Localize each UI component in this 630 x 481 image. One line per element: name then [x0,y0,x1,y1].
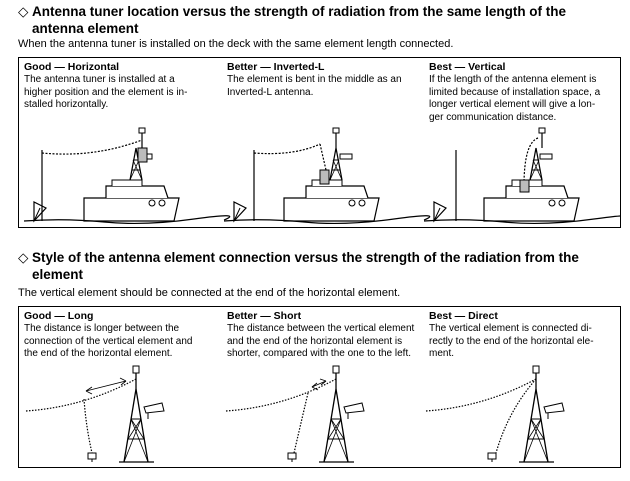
s1-better-illustration [223,127,431,225]
section2-title: ◇Style of the antenna element connection… [18,249,579,283]
s2-long-illustration [25,365,165,463]
diamond-bullet-icon: ◇ [18,250,29,265]
s1-col-better-heading: Better — Inverted-L [227,61,325,73]
section2-illustrations [25,365,565,463]
s2-col-better-desc: The distance between the vertical elemen… [227,323,415,359]
s2-direct-illustration [425,365,565,463]
s1-col-best: Best — Vertical If the length of the ant… [429,58,629,124]
section1-title-line2: antenna element [32,21,139,36]
s2-col-good-heading: Good — Long [24,310,94,322]
section1-title: ◇Antenna tuner location versus the stren… [18,3,566,37]
s2-col-better-heading: Better — Short [227,310,302,322]
s2-col-good: Good — Long The distance is longer betwe… [24,307,224,361]
section1-subtitle: When the antenna tuner is installed on t… [18,38,454,50]
s2-col-best: Best — Direct The vertical element is co… [429,307,629,361]
s1-col-better: Better — Inverted-L The element is bent … [227,58,427,99]
section1-illustrations [23,127,620,225]
section2-title-line1: Style of the antenna element connection … [32,250,579,265]
section2-subtitle: The vertical element should be connected… [18,287,401,299]
s1-col-good-desc: The antenna tuner is installed at a high… [24,74,188,110]
section1-panel: Good — Horizontal The antenna tuner is i… [18,57,621,228]
s2-short-illustration [225,365,365,463]
s2-col-better: Better — Short The distance between the … [227,307,427,361]
s2-col-good-desc: The distance is longer between the conne… [24,323,193,359]
s1-best-illustration [423,127,620,225]
section2-panel: Good — Long The distance is longer betwe… [18,306,621,468]
diamond-bullet-icon: ◇ [18,4,29,19]
section2-title-line2: element [32,267,84,282]
section1-title-line1: Antenna tuner location versus the streng… [32,4,567,19]
s1-good-illustration [23,127,231,225]
s1-col-good-heading: Good — Horizontal [24,61,120,73]
s2-col-best-desc: The vertical element is connected di- re… [429,323,594,359]
s1-col-good: Good — Horizontal The antenna tuner is i… [24,58,224,112]
s2-col-best-heading: Best — Direct [429,310,498,322]
s1-col-best-desc: If the length of the antenna element is … [429,74,601,123]
s1-col-best-heading: Best — Vertical [429,61,506,73]
s1-col-better-desc: The element is bent in the middle as an … [227,74,402,98]
